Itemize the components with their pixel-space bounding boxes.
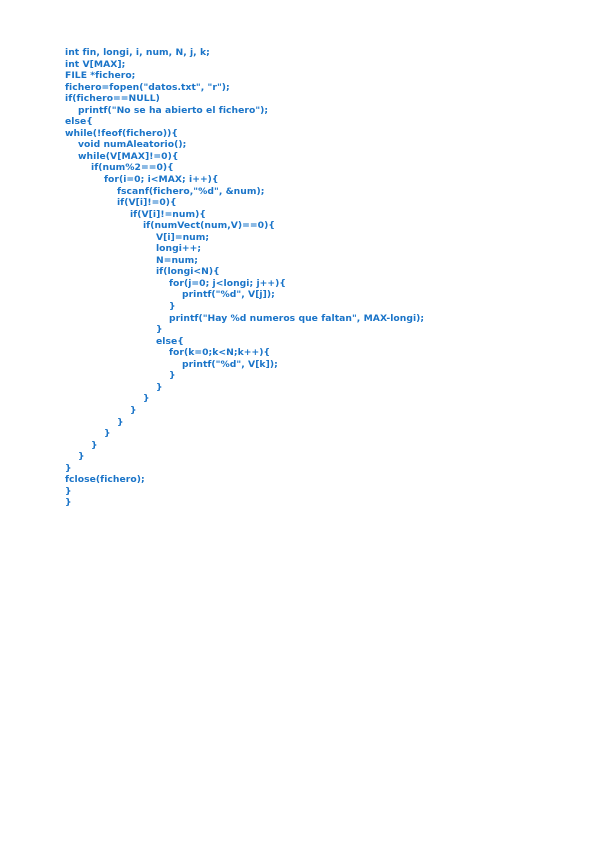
code-line: }	[65, 451, 85, 463]
code-line: else{	[65, 335, 184, 347]
code-line: printf("%d", V[j]);	[65, 289, 275, 301]
code-line: }	[65, 485, 72, 497]
code-line: void numAleatorio();	[65, 139, 187, 151]
code-line: for(k=0;k<N;k++){	[65, 347, 271, 359]
code-line: if(V[i]!=num){	[65, 208, 206, 220]
code-line: if(fichero==NULL)	[65, 93, 160, 105]
code-line: }	[65, 370, 176, 382]
code-line: FILE *fichero;	[65, 70, 136, 82]
code-line: }	[65, 416, 124, 428]
code-line: for(j=0; j<longi; j++){	[65, 277, 286, 289]
code-line: while(V[MAX]!=0){	[65, 150, 179, 162]
code-line: }	[65, 324, 163, 336]
code-line: int V[MAX];	[65, 58, 126, 70]
code-line: N=num;	[65, 254, 198, 266]
code-line: }	[65, 497, 72, 509]
code-line: if(longi<N){	[65, 266, 220, 278]
code-line: else{	[65, 116, 93, 128]
code-line: int fin, longi, i, num, N, j, k;	[65, 47, 210, 58]
code-line: fscanf(fichero,"%d", &num);	[65, 185, 265, 197]
code-line: V[i]=num;	[65, 231, 210, 243]
code-line: }	[65, 428, 111, 440]
code-line: fclose(fichero);	[65, 474, 145, 486]
code-line: while(!feof(fichero)){	[65, 127, 178, 139]
code-line: printf("No se ha abierto el fichero");	[65, 104, 269, 116]
code-line: if(num%2==0){	[65, 162, 174, 174]
code-line: longi++;	[65, 243, 202, 255]
code-line: for(i=0; i<MAX; i++){	[65, 174, 219, 186]
code-line: }	[65, 381, 163, 393]
code-line: }	[65, 393, 150, 405]
code-line: if(V[i]!=0){	[65, 197, 177, 209]
code-block: int fin, longi, i, num, N, j, k;int V[MA…	[65, 47, 585, 509]
code-line: }	[65, 439, 98, 451]
code-line: }	[65, 404, 137, 416]
code-line: }	[65, 462, 72, 474]
code-line: fichero=fopen("datos.txt", "r");	[65, 81, 230, 93]
code-line: if(numVect(num,V)==0){	[65, 220, 275, 232]
code-line: }	[65, 301, 176, 313]
code-line: printf("Hay %d numeros que faltan", MAX-…	[65, 312, 425, 324]
code-line: printf("%d", V[k]);	[65, 358, 278, 370]
